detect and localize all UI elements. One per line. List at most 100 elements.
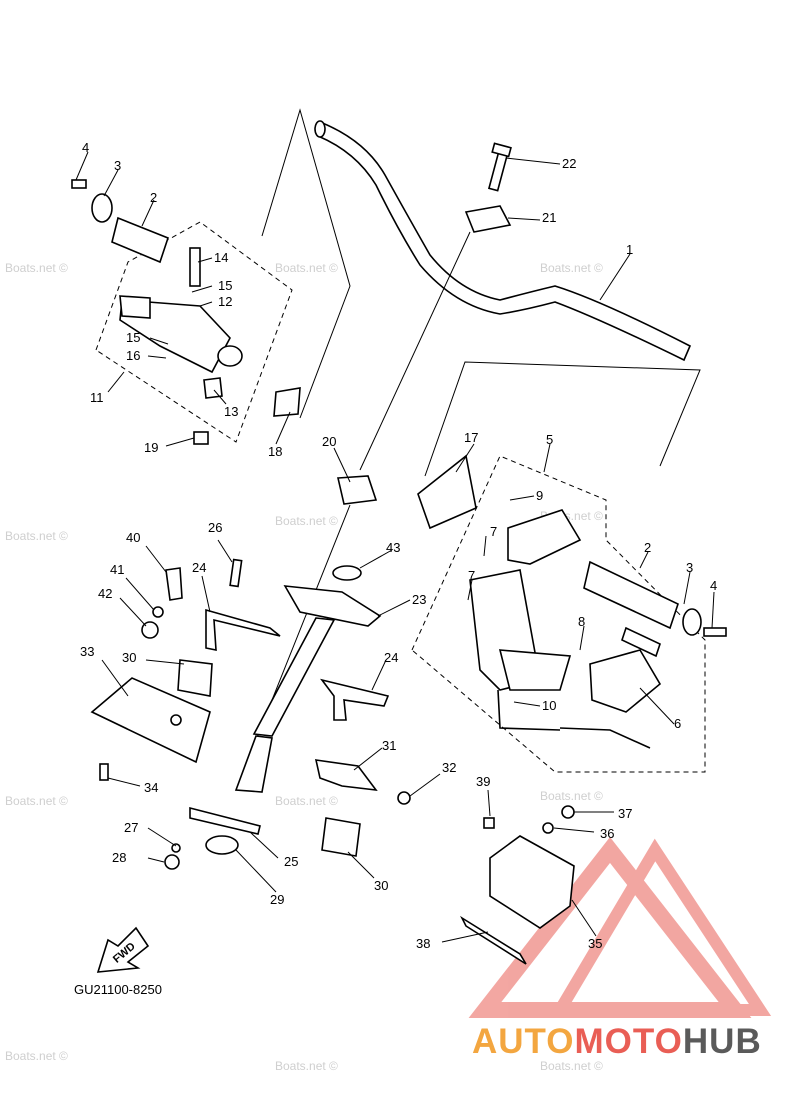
plate-hole xyxy=(170,714,182,726)
washer-36 xyxy=(542,822,554,834)
callout-label: 34 xyxy=(144,780,158,795)
callout-labels: 4 3 2 14 15 12 15 16 11 13 19 18 22 21 1… xyxy=(80,140,717,951)
mounting-plate xyxy=(90,677,211,764)
screw-4-right xyxy=(703,627,727,637)
handlebar-clamp xyxy=(464,205,512,233)
callout-label: 11 xyxy=(90,390,104,405)
callout-label: 15 xyxy=(126,330,140,345)
callout-label: 7 xyxy=(490,524,497,539)
callout-label: 2 xyxy=(644,540,651,555)
watermark: Boats.net © xyxy=(275,1059,338,1073)
callout-label: 2 xyxy=(150,190,157,205)
nut-37 xyxy=(561,805,575,819)
handlebar xyxy=(317,120,692,362)
bolt-22 xyxy=(487,142,512,192)
callout-label: 3 xyxy=(686,560,693,575)
bolt-39 xyxy=(483,817,495,829)
washer-27 xyxy=(171,843,181,853)
callout-label: 12 xyxy=(218,294,232,309)
steering-column-lower xyxy=(234,735,273,793)
grip-2-left xyxy=(111,216,169,264)
watermark: Boats.net © xyxy=(5,261,68,275)
bracket-38 xyxy=(460,915,527,965)
callout-label: 20 xyxy=(322,434,336,449)
callout-label: 40 xyxy=(126,530,140,545)
watermark: Boats.net © xyxy=(275,514,338,528)
callout-label: 5 xyxy=(546,432,553,447)
watermark: Boats.net © xyxy=(540,1059,603,1073)
watermark: Boats.net © xyxy=(275,794,338,808)
grip-assembly-outline xyxy=(95,221,293,443)
bracket-31 xyxy=(314,759,378,792)
throttle-lever xyxy=(119,295,151,319)
watermark: Boats.net © xyxy=(5,1049,68,1063)
steering-plate xyxy=(283,585,382,627)
control-box-leader xyxy=(424,361,701,477)
washer-41 xyxy=(152,606,164,618)
callout-label: 33 xyxy=(80,644,94,659)
cable-6 xyxy=(559,727,651,749)
watermark: Boats.net © xyxy=(275,261,338,275)
watermark: Boats.net © xyxy=(540,261,603,275)
callout-label: 21 xyxy=(542,210,556,225)
bushing-18 xyxy=(273,387,301,417)
column-centerline xyxy=(359,231,471,471)
callout-label: 39 xyxy=(476,774,490,789)
callout-label: 7 xyxy=(468,568,475,583)
callout-label: 25 xyxy=(284,854,298,869)
callout-label: 10 xyxy=(542,698,556,713)
spring-13 xyxy=(203,377,223,399)
solenoid-35 xyxy=(489,835,575,929)
control-box-assembly-outline xyxy=(411,455,706,773)
callout-label: 16 xyxy=(126,348,140,363)
callout-label: 6 xyxy=(674,716,681,731)
callout-label: 26 xyxy=(208,520,222,535)
grip-end-cap xyxy=(91,193,113,223)
callout-label: 29 xyxy=(270,892,284,907)
grip-end-cap-right xyxy=(682,608,702,636)
handlebar-leader xyxy=(261,108,351,419)
callout-label: 17 xyxy=(464,430,478,445)
callout-label: 43 xyxy=(386,540,400,555)
plate-25 xyxy=(189,806,261,835)
screw-4 xyxy=(71,179,87,189)
throttle-ring xyxy=(217,345,243,367)
callout-label: 22 xyxy=(562,156,576,171)
bolt-40 xyxy=(165,567,183,601)
spring-8 xyxy=(621,626,661,658)
callout-label: 36 xyxy=(600,826,614,841)
callout-label: 24 xyxy=(384,650,398,665)
washer-43 xyxy=(332,565,362,581)
callout-label: 30 xyxy=(374,878,388,893)
callout-label: 4 xyxy=(82,140,89,155)
brand-logo-mark xyxy=(468,837,772,1018)
callout-label: 24 xyxy=(192,560,206,575)
callout-label: 30 xyxy=(122,650,136,665)
column-cap xyxy=(337,475,378,505)
watermark: Boats.net © xyxy=(5,529,68,543)
bracket-30-upper xyxy=(177,659,213,697)
brand-part-auto: AUTO xyxy=(472,1022,575,1061)
callout-label: 31 xyxy=(382,738,396,753)
bracket-30-lower xyxy=(321,817,361,857)
grip-2-right xyxy=(583,560,679,630)
callout-label: 37 xyxy=(618,806,632,821)
steering-column xyxy=(252,617,336,737)
fwd-arrow-icon: FWD xyxy=(96,926,150,973)
switch-cover-5 xyxy=(507,509,582,565)
callout-label: 27 xyxy=(124,820,138,835)
callout-label: 8 xyxy=(578,614,585,629)
callout-label: 3 xyxy=(114,158,121,173)
callout-label: 35 xyxy=(588,936,602,951)
brand-logo-text: AUTOMOTOHUB xyxy=(472,1022,762,1062)
diagram-code: GU21100-8250 xyxy=(74,982,162,997)
callout-label: 23 xyxy=(412,592,426,607)
callout-label: 28 xyxy=(112,850,126,865)
bolt-19 xyxy=(193,431,209,445)
rubber-boot-17 xyxy=(417,454,477,530)
pin-14 xyxy=(189,247,201,287)
callout-label: 1 xyxy=(626,242,633,257)
callout-label: 19 xyxy=(144,440,158,455)
brand-part-hub: HUB xyxy=(682,1022,762,1061)
